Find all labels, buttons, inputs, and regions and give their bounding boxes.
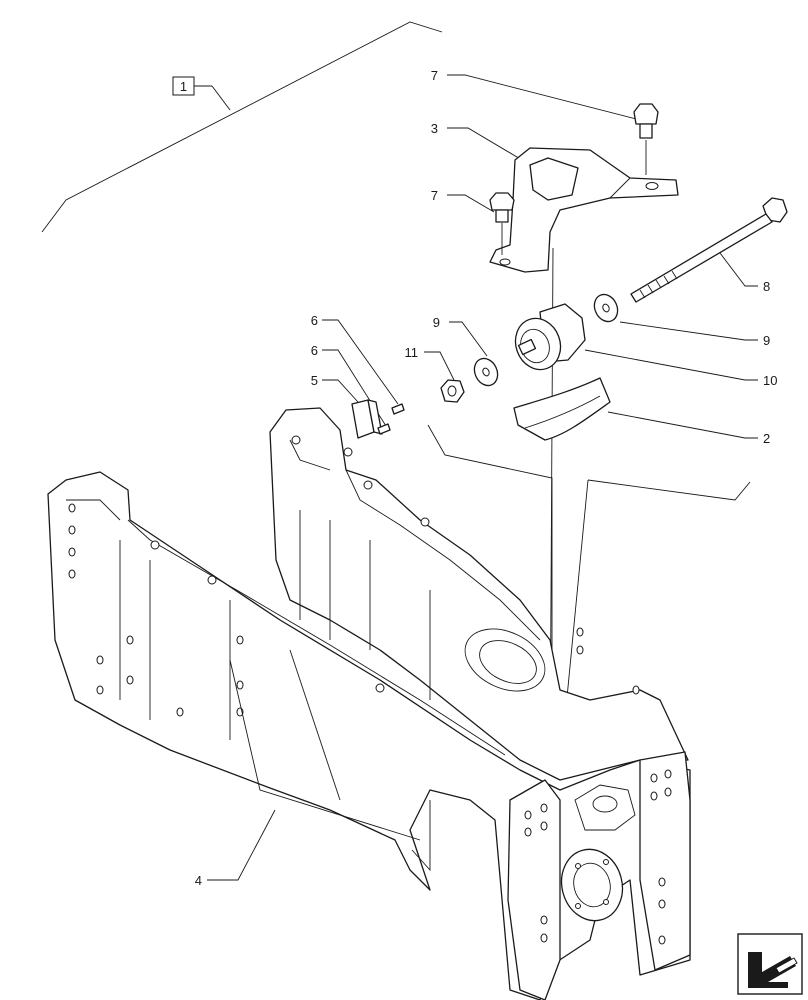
callout-box-1[interactable] (172, 76, 195, 96)
callout-6-lower[interactable]: 6 (311, 343, 318, 358)
callout-3[interactable]: 3 (431, 121, 438, 136)
callout-8[interactable]: 8 (763, 279, 770, 294)
assembly-group-bracket: 1 (41, 21, 443, 233)
bracket-part-3[interactable] (489, 147, 679, 273)
main-frame-part-4[interactable] (47, 407, 691, 1000)
next-page-arrow-icon[interactable] (737, 933, 803, 995)
saddle-plate-part-2[interactable] (513, 377, 611, 441)
callout-7-upper[interactable]: 7 (431, 68, 438, 83)
bolt-part-7-upper[interactable] (633, 103, 659, 175)
callout-5[interactable]: 5 (311, 373, 318, 388)
callout-1[interactable]: 1 (180, 79, 187, 94)
screw-part-6-lower[interactable] (377, 423, 391, 435)
callout-10[interactable]: 10 (763, 373, 777, 388)
nut-part-11[interactable] (440, 379, 465, 403)
washer-part-9-left[interactable] (470, 355, 502, 390)
rubber-mount-part-10[interactable] (508, 303, 586, 376)
washer-part-9-right[interactable] (590, 291, 622, 326)
callout-6-upper[interactable]: 6 (311, 313, 318, 328)
bolt-part-7-lower[interactable] (489, 192, 515, 255)
callout-4[interactable]: 4 (195, 873, 202, 888)
callout-11[interactable]: 11 (405, 345, 419, 360)
callout-9-left[interactable]: 9 (433, 315, 440, 330)
block-part-5[interactable] (351, 399, 383, 439)
callout-2[interactable]: 2 (763, 431, 770, 446)
long-bolt-part-8[interactable] (630, 197, 788, 303)
leader-lines (207, 74, 758, 881)
callout-9-right[interactable]: 9 (763, 333, 770, 348)
screw-part-6-upper[interactable] (391, 403, 405, 415)
callout-7-lower[interactable]: 7 (431, 188, 438, 203)
callout-labels: 7 3 7 8 9 9 11 10 2 6 6 5 4 (195, 68, 778, 888)
